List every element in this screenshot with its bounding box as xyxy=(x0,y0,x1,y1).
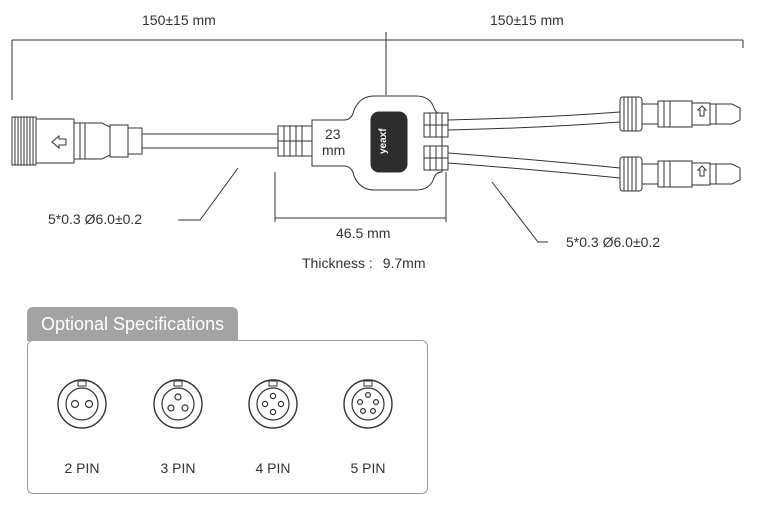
brand-logo: yeaxf xyxy=(378,128,389,154)
thickness-value: 9.7mm xyxy=(382,255,426,271)
thickness-label: Thickness : xyxy=(302,255,373,271)
right-length-label: 150±15 mm xyxy=(490,12,564,28)
body-height-value: 23 xyxy=(325,126,341,142)
left-leader-line xyxy=(178,167,239,221)
cable-diagram xyxy=(11,32,744,243)
pin-option-4: 4 PIN xyxy=(238,378,308,476)
4-pin-connector-icon xyxy=(248,379,298,429)
right-leader-line xyxy=(491,181,548,243)
thickness-row: Thickness : 9.7mm xyxy=(302,255,426,271)
2-pin-connector-icon xyxy=(57,379,107,429)
pin-option-5: 5 PIN xyxy=(333,378,403,476)
5-pin-connector-icon xyxy=(343,379,393,429)
right-cable-spec: 5*0.3 Ø6.0±0.2 xyxy=(566,234,661,250)
left-length-label: 150±15 mm xyxy=(142,12,216,28)
specifications-title: Optional Specifications xyxy=(27,307,239,341)
body-height-unit: mm xyxy=(322,142,346,158)
left-boot xyxy=(277,125,313,157)
pin-label: 2 PIN xyxy=(64,460,100,476)
right-boot-top xyxy=(423,112,449,138)
logo-plate xyxy=(370,111,408,173)
right-boot-bottom xyxy=(423,145,449,171)
pin-option-3: 3 PIN xyxy=(143,378,213,476)
right-connector-bottom xyxy=(619,156,741,192)
pin-label: 4 PIN xyxy=(255,460,291,476)
pin-label: 3 PIN xyxy=(160,460,196,476)
right-cable-top xyxy=(447,111,621,121)
right-connector-top xyxy=(619,96,741,132)
pin-label: 5 PIN xyxy=(350,460,386,476)
left-threaded-connector xyxy=(11,116,143,166)
pin-option-2: 2 PIN xyxy=(47,378,117,476)
3-pin-connector-icon xyxy=(153,379,203,429)
right-cable-bottom xyxy=(447,152,621,169)
left-cable-spec: 5*0.3 Ø6.0±0.2 xyxy=(48,211,143,227)
body-width-label: 46.5 mm xyxy=(336,225,391,241)
